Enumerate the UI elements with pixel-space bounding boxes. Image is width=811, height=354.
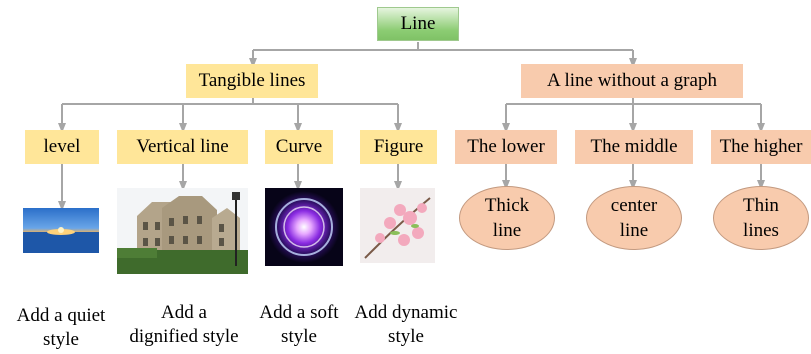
root-node-line: Line <box>377 7 459 41</box>
node-the-higher: The higher <box>711 130 811 164</box>
node-figure: Figure <box>360 130 437 164</box>
node-line-without-graph: A line without a graph <box>521 64 743 98</box>
node-level: level <box>25 130 99 164</box>
node-the-lower: The lower <box>455 130 557 164</box>
pink-blossom-photo <box>360 188 435 263</box>
node-the-middle: The middle <box>575 130 693 164</box>
sunset-sea-photo <box>23 208 99 253</box>
palace-building-photo <box>117 188 248 274</box>
node-tangible-lines: Tangible lines <box>186 64 318 98</box>
node-curve: Curve <box>265 130 333 164</box>
glowing-circle-photo <box>265 188 343 266</box>
node-vertical-line: Vertical line <box>117 130 248 164</box>
